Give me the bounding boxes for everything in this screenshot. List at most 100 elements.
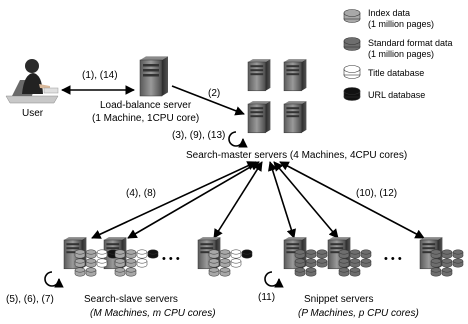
disk-icon [85, 258, 97, 268]
disk-stack [430, 249, 464, 277]
legend-label: URL database [368, 90, 425, 100]
disk-icon [316, 258, 328, 268]
disk-icon [125, 258, 137, 268]
disk-stack [114, 249, 159, 277]
arrow-label-lb-master: (2) [208, 88, 220, 99]
disk-icon [96, 258, 108, 268]
disk-icon [219, 258, 231, 268]
legend-label: Standard format data [368, 38, 453, 48]
disk-icon [136, 249, 148, 259]
snippet-detail: (P Machines, p CPU cores) [298, 308, 419, 319]
load-balance-detail: (1 Machine, 1CPU core) [92, 113, 199, 124]
disk-icon [430, 267, 442, 277]
disk-icon [208, 258, 220, 268]
snippet-servers [283, 237, 464, 277]
disk-icon [125, 249, 137, 259]
disk-icon [125, 267, 137, 277]
disk-icon [136, 258, 148, 268]
slave-ellipsis: • • • [162, 253, 180, 265]
snippet-ellipsis: • • • [384, 253, 402, 265]
disk-icon [208, 249, 220, 259]
disk-icon [338, 267, 350, 277]
arrows-master-slave [91, 161, 263, 239]
disk-icon [114, 267, 126, 277]
server-icon [283, 101, 307, 134]
server-icon [247, 59, 271, 92]
legend: Index data (1 million pages) Standard fo… [343, 8, 453, 101]
disk-icon [294, 267, 306, 277]
disk-icon [219, 267, 231, 277]
disk-icon [349, 258, 361, 268]
arrows-master-snippet [268, 161, 425, 239]
disk-stack [74, 249, 119, 277]
disk-icon [305, 267, 317, 277]
disk-stack [208, 249, 253, 277]
legend-item-title-database: Title database [343, 65, 424, 79]
disk-icon [441, 258, 453, 268]
disk-icon [360, 258, 372, 268]
legend-sublabel: (1 million pages) [368, 19, 434, 29]
server-icon [247, 101, 271, 134]
disk-icon [343, 65, 361, 79]
arrow-label-master-loop: (3), (9), (13) [172, 130, 225, 141]
search-slave-servers [63, 237, 253, 277]
load-balance-title: Load-balance server [100, 100, 192, 111]
disk-icon [114, 258, 126, 268]
disk-icon [430, 249, 442, 259]
search-master-label: Search-master servers (4 Machines, 4CPU … [186, 150, 407, 161]
disk-icon [452, 249, 464, 259]
server-icon [139, 56, 168, 97]
disk-icon [441, 267, 453, 277]
disk-icon [114, 249, 126, 259]
disk-icon [430, 258, 442, 268]
disk-icon [147, 249, 159, 259]
server-icon [283, 59, 307, 92]
disk-icon [294, 258, 306, 268]
arrow-label-snippet-loop: (11) [258, 292, 275, 303]
loop-arrow-slave [44, 271, 64, 288]
loop-arrow-snippet [264, 271, 284, 288]
snippet-title: Snippet servers [304, 294, 373, 305]
legend-sublabel: (1 million pages) [368, 49, 434, 59]
disk-icon [74, 249, 86, 259]
disk-icon [241, 249, 253, 259]
disk-icon [96, 249, 108, 259]
disk-icon [343, 9, 361, 23]
disk-icon [349, 249, 361, 259]
user-label: User [22, 108, 44, 119]
disk-icon [230, 258, 242, 268]
arrow-label-slave-loop: (5), (6), (7) [6, 294, 54, 305]
disk-icon [208, 267, 220, 277]
loop-arrow-master [228, 131, 248, 148]
disk-icon [305, 258, 317, 268]
arrow-label-master-snippet: (10), (12) [356, 188, 397, 199]
load-balance-server-icon [139, 56, 168, 97]
disk-icon [343, 87, 361, 101]
disk-icon [441, 249, 453, 259]
disk-icon [305, 249, 317, 259]
disk-icon [74, 267, 86, 277]
disk-icon [360, 249, 372, 259]
disk-icon [338, 249, 350, 259]
disk-icon [349, 267, 361, 277]
arrow-label-user-lb: (1), (14) [82, 70, 118, 81]
disk-stack [294, 249, 328, 277]
search-slave-detail: (M Machines, m CPU cores) [90, 308, 216, 319]
legend-item-index-data: Index data (1 million pages) [343, 8, 434, 29]
disk-icon [85, 267, 97, 277]
disk-icon [316, 249, 328, 259]
disk-icon [85, 249, 97, 259]
legend-item-url-database: URL database [343, 87, 425, 101]
arrow-label-master-slave: (4), (8) [126, 188, 156, 199]
disk-icon [219, 249, 231, 259]
disk-stack [338, 249, 372, 277]
disk-icon [294, 249, 306, 259]
disk-icon [452, 258, 464, 268]
legend-label: Index data [368, 8, 410, 18]
search-slave-title: Search-slave servers [84, 294, 178, 305]
disk-icon [338, 258, 350, 268]
disk-icon [343, 37, 361, 51]
disk-icon [74, 258, 86, 268]
legend-label: Title database [368, 68, 424, 78]
